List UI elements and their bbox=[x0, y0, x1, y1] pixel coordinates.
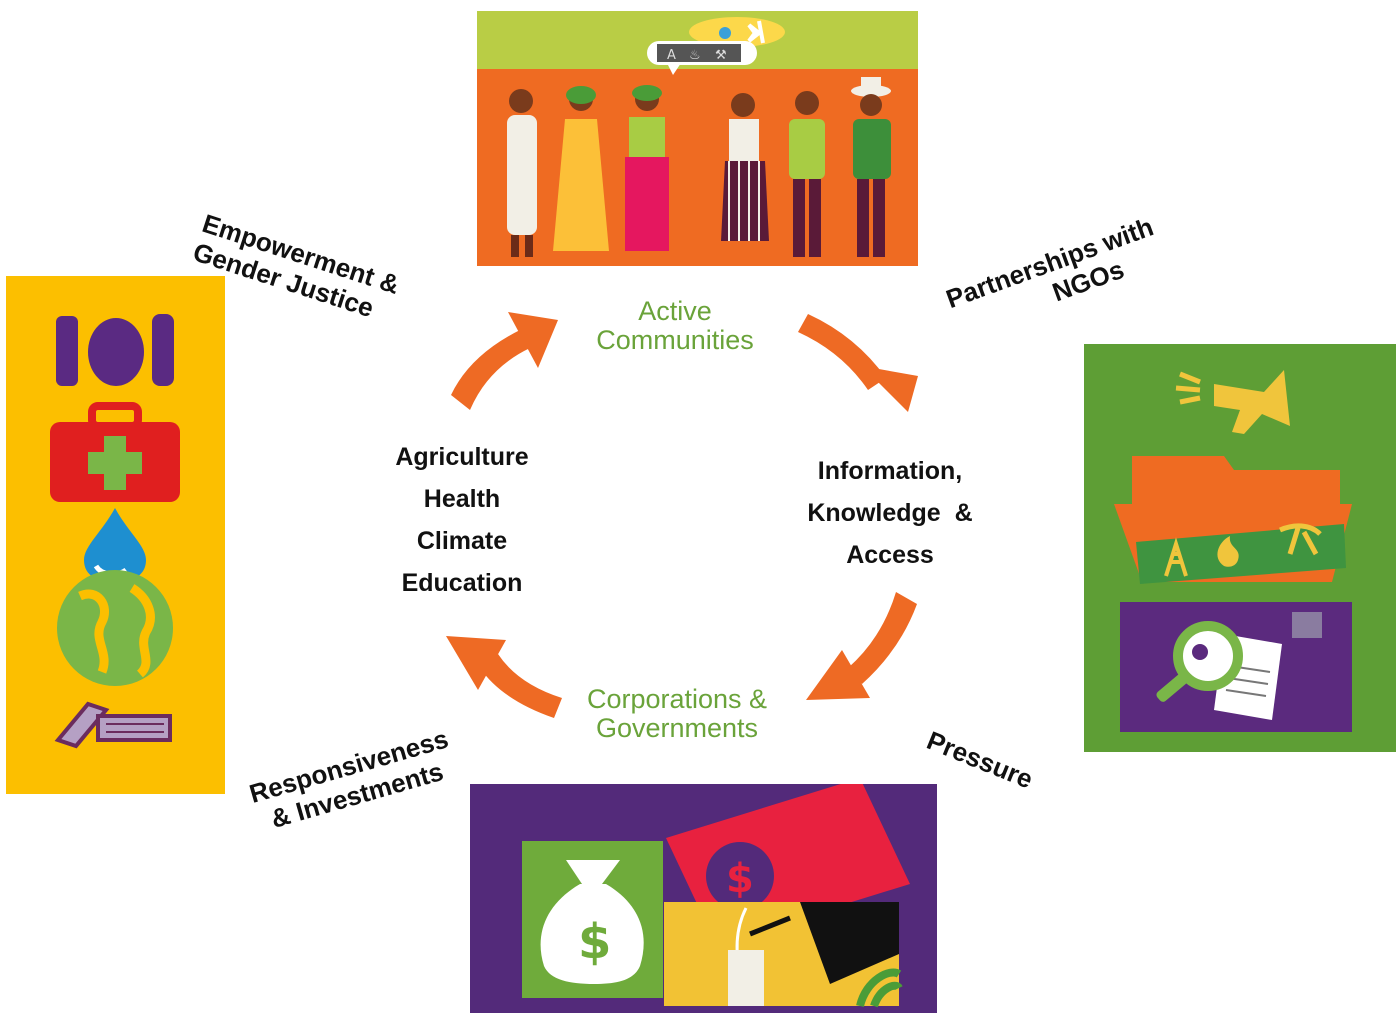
pickaxe-icon bbox=[1279, 523, 1322, 556]
community-illustration: A ♨ ⚒ bbox=[477, 11, 918, 266]
flame-icon bbox=[1217, 536, 1239, 567]
arrow-to-information bbox=[798, 314, 918, 412]
arrow-to-sectors bbox=[446, 636, 562, 718]
label-line: Education bbox=[401, 569, 523, 597]
magnifier-icon bbox=[1156, 621, 1243, 702]
label-line: Corporations & bbox=[586, 684, 768, 714]
label-line: Climate bbox=[416, 527, 508, 555]
person-6 bbox=[851, 77, 891, 257]
person-2 bbox=[553, 86, 609, 251]
arrow-to-communities bbox=[451, 312, 558, 410]
svg-text:♨: ♨ bbox=[689, 48, 701, 63]
person-5 bbox=[789, 91, 825, 257]
corporations-illustration: $ $ bbox=[470, 784, 937, 1013]
label-line: Active bbox=[638, 296, 712, 326]
corporations-governments-label: Corporations & Governments bbox=[562, 685, 792, 743]
svg-text:$: $ bbox=[726, 856, 754, 902]
active-communities-label: Active Communities bbox=[568, 297, 782, 355]
svg-text:A: A bbox=[667, 48, 676, 63]
speech-bubble-extractives: A ♨ ⚒ bbox=[647, 41, 757, 75]
books-icon bbox=[54, 701, 172, 749]
label-line: Health bbox=[423, 485, 501, 513]
megaphone-icon bbox=[1175, 370, 1290, 434]
globe-icon bbox=[57, 570, 173, 686]
label-line: Agriculture bbox=[395, 443, 529, 471]
money-bag-icon: $ bbox=[540, 860, 644, 984]
arrow-to-corporations bbox=[806, 592, 917, 700]
label-line: Access bbox=[846, 541, 934, 569]
person-1 bbox=[507, 89, 537, 257]
extractives-strip bbox=[1136, 523, 1346, 584]
ngo-tools-panel bbox=[1084, 344, 1396, 752]
label-line: Information, bbox=[817, 457, 963, 485]
person-3 bbox=[625, 85, 669, 251]
svg-text:⚒: ⚒ bbox=[715, 48, 727, 63]
oil-derrick-icon bbox=[1164, 537, 1188, 577]
sectors-label: Agriculture Health Climate Education bbox=[372, 436, 552, 604]
information-knowledge-access-label: Information, Knowledge & Access bbox=[780, 450, 1000, 576]
svg-text:$: $ bbox=[578, 914, 611, 970]
miner-icon bbox=[664, 902, 903, 1008]
person-4 bbox=[721, 93, 769, 241]
speech-bubble-nature bbox=[689, 17, 785, 47]
sectors-panel bbox=[6, 276, 225, 794]
label-line: Communities bbox=[596, 325, 754, 355]
fork-plate-knife-icon bbox=[56, 314, 174, 386]
label-line: Knowledge & bbox=[807, 499, 973, 527]
label-line: Governments bbox=[595, 713, 759, 743]
first-aid-kit-icon bbox=[50, 402, 180, 502]
